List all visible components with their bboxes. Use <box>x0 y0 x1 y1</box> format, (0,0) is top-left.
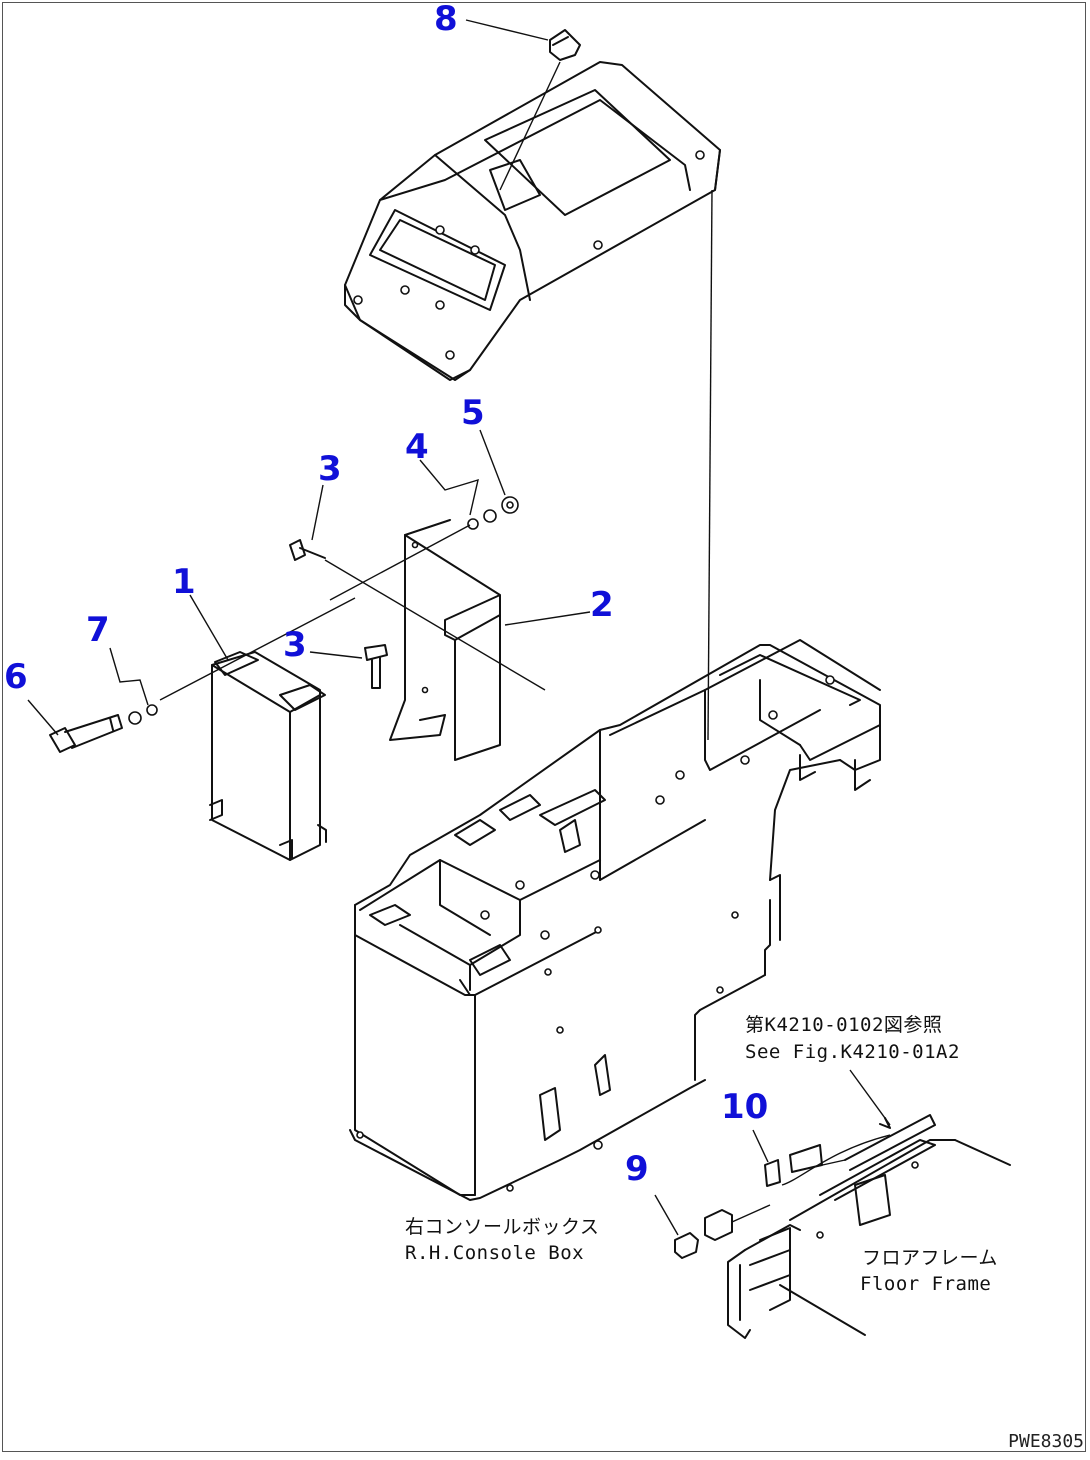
floor-frame-label-jp: フロアフレーム <box>862 1247 998 1269</box>
callout-4[interactable]: 4 <box>405 427 429 467</box>
callout-6[interactable]: 6 <box>4 657 28 697</box>
part-9-relay <box>674 1232 699 1259</box>
part-8-switch <box>549 29 581 61</box>
callout-10[interactable]: 10 <box>721 1087 769 1127</box>
callout-3-lower[interactable]: 3 <box>283 625 307 665</box>
part-1-controller <box>209 651 327 861</box>
part-10-relay <box>704 1144 823 1241</box>
callout-7[interactable]: 7 <box>86 610 110 650</box>
callout-5[interactable]: 5 <box>461 393 485 433</box>
callout-9[interactable]: 9 <box>625 1149 649 1189</box>
part-5-nut <box>501 496 519 514</box>
part-4-washer <box>467 509 497 530</box>
reference-note-en: See Fig.K4210-01A2 <box>745 1041 960 1063</box>
callout-1[interactable]: 1 <box>172 562 196 602</box>
part-3-bolt-lower <box>364 644 388 689</box>
drawing-code: PWE8305 <box>1008 1431 1084 1452</box>
callout-8[interactable]: 8 <box>434 0 458 39</box>
console-cover <box>344 61 721 381</box>
floor-frame-label-en: Floor Frame <box>860 1273 992 1295</box>
part-6-bolt <box>49 714 123 753</box>
callout-3-upper[interactable]: 3 <box>318 449 342 489</box>
part-2-bracket <box>389 519 501 761</box>
callout-2[interactable]: 2 <box>590 585 614 625</box>
console-label-jp: 右コンソールボックス <box>405 1216 600 1238</box>
part-7-washer <box>128 704 158 725</box>
floor-frame <box>727 1114 1011 1339</box>
reference-note-jp: 第K4210-0102図参照 <box>745 1014 943 1036</box>
console-label-en: R.H.Console Box <box>405 1242 585 1264</box>
part-3-bolt-upper <box>289 539 326 561</box>
console-box <box>349 639 881 1201</box>
